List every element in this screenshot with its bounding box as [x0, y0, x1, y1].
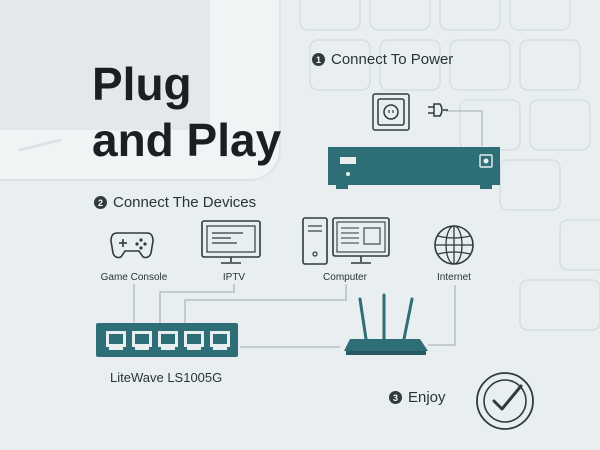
step-label: Connect The Devices: [113, 194, 257, 211]
globe-icon: [434, 225, 474, 265]
headline-line-1: Plug: [92, 58, 192, 110]
game-console-label: Game Console: [100, 272, 168, 283]
tv-icon: [201, 220, 261, 264]
step-connect-devices: 2 Connect The Devices: [94, 194, 256, 211]
internet-label: Internet: [437, 272, 471, 283]
step-number-badge: 2: [94, 196, 107, 209]
switch-model-label: LiteWave LS1005G: [110, 370, 223, 385]
network-switch-icon: [96, 323, 238, 357]
desktop-computer-icon: [302, 217, 390, 265]
checkmark-badge-icon: [476, 372, 534, 430]
iptv-label: IPTV: [222, 272, 246, 283]
game-controller-icon: [110, 232, 154, 259]
computer-label: Computer: [323, 272, 367, 283]
power-switch-device-icon: [328, 147, 500, 189]
power-plug-icon: [428, 103, 448, 117]
power-outlet-icon: [372, 93, 410, 131]
step-label: Enjoy: [408, 389, 446, 406]
wifi-router-icon: [344, 293, 428, 355]
step-number-badge: 3: [389, 391, 402, 404]
step-number-badge: 1: [312, 53, 325, 66]
step-connect-power: 1 Connect To Power: [312, 51, 453, 68]
headline: Plug and Play: [92, 56, 281, 168]
headline-line-2: and Play: [92, 114, 282, 166]
step-enjoy: 3 Enjoy: [389, 389, 446, 406]
step-label: Connect To Power: [331, 51, 454, 68]
